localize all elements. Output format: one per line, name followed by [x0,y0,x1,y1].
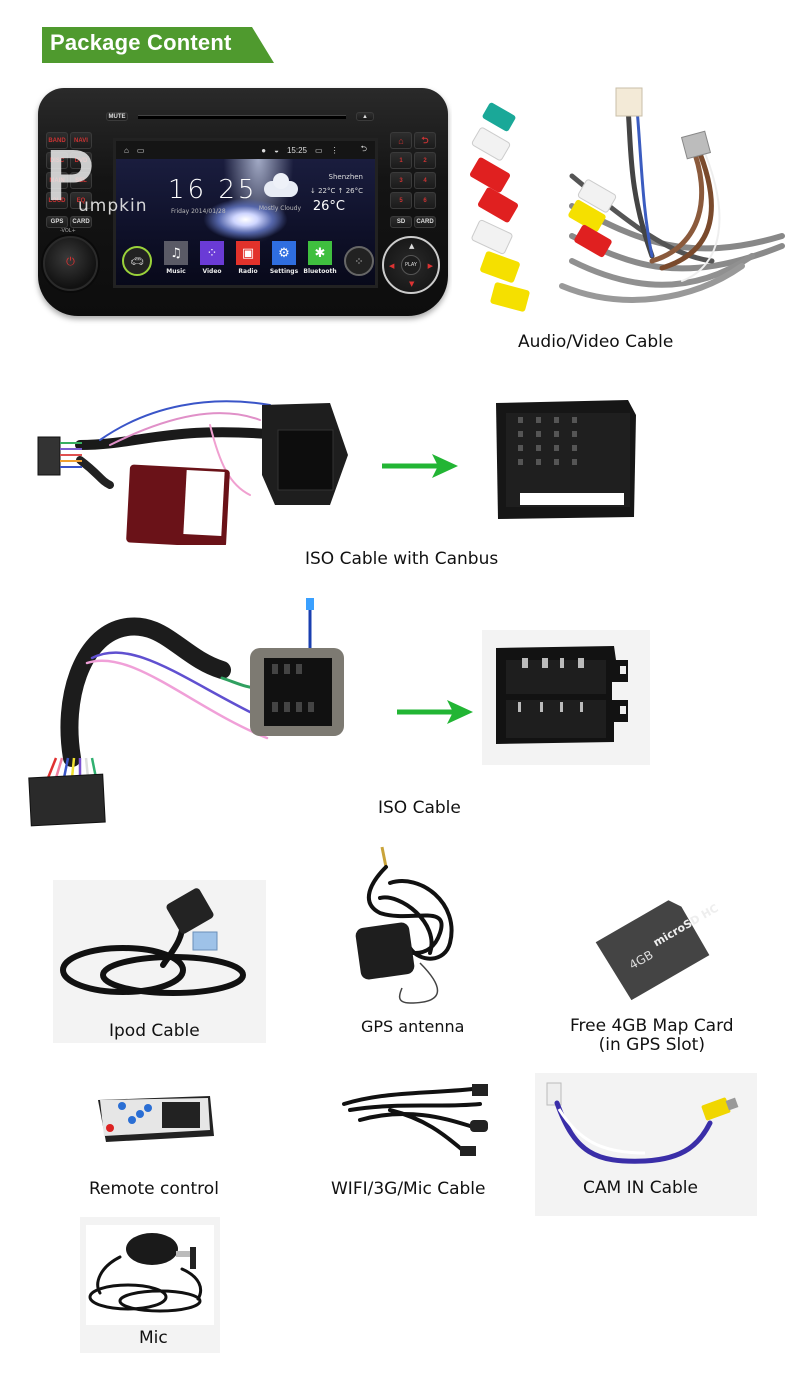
hu-button: SEL [70,172,92,189]
video-app-icon: ⁘ [200,241,224,265]
app-label: Video [202,268,222,275]
wifi-icon: ◒ [274,145,279,155]
location-icon: ● [261,145,267,155]
iso-cable-image [22,598,372,830]
item-caption: Ipod Cable [109,1021,200,1041]
caption-line-2: (in GPS Slot) [598,1035,705,1055]
item-caption: GPS antenna [361,1017,465,1036]
hu-button: 3 [390,172,412,189]
home-icon: ⌂ [390,132,412,149]
weather-city: Shenzhen [328,173,363,181]
item-caption: Audio/Video Cable [518,332,674,352]
volume-knob [43,236,98,291]
head-unit-screen: ⌂ ▭ ● ◒ 15:25 ▭ ⋮ ⮌ 16 25 Friday 2014/01… [113,138,378,288]
arrow-left-icon: ◀ [389,262,395,270]
hu-button: EQ [70,192,92,209]
hu-button: MAIN [46,172,68,189]
mic-image [80,1217,220,1353]
date-label: Friday 2014/01/28 [171,208,226,215]
car-icon: 🚗︎ [122,246,152,276]
item-caption: ISO Cable [378,798,461,818]
arrow-right-icon: ▶ [427,262,433,270]
caption-line-1: Free 4GB Map Card [570,1016,734,1036]
clock-widget: 16 25 [168,175,258,205]
arrow-up-icon: ▲ [409,242,415,250]
settings-app-icon: ⚙ [272,241,296,265]
pumpkin-logo-icon: P [46,136,95,216]
gps-antenna-image [340,843,480,1013]
item-caption: ISO Cable with Canbus [305,549,499,569]
cam-in-cable-image [535,1073,757,1216]
hu-button: BAND [46,132,68,149]
app-label: Music [166,268,186,275]
app-dock: 🚗︎ ♫ Music ⁘ Video ▣ Radio ⚙ Settings ✱ … [116,237,375,285]
apps-grid-icon: ⁘ [344,246,374,276]
hu-button: DISC [46,152,68,169]
hu-button: 6 [414,192,436,209]
weather-temperature: 26°C [312,199,345,214]
hu-button: 5 [390,192,412,209]
weather-condition: Mostly Cloudy [258,205,301,212]
wifi-3g-mic-cable-image [330,1080,500,1160]
item-caption: Mic [139,1328,168,1348]
weather-low-high: ↓ 22°C ↑ 26°C [310,187,363,195]
hu-button: GPS [46,216,68,228]
app-label: Settings [269,268,299,275]
hu-button: CARD [70,216,92,228]
volume-label: -VOL+ [60,228,76,234]
hu-button: 4 [414,172,436,189]
microsd-card-image: 4GB microSD HC [585,885,725,1005]
iso-connector-image [482,630,650,765]
music-app-icon: ♫ [164,241,188,265]
hu-button: LOUD [46,192,68,209]
cloud-icon [264,173,298,197]
direction-pad: ▲ ▼ ◀ ▶ PLAY [382,236,440,294]
battery-icon: ▭ [315,145,323,155]
hu-button: SD [390,216,412,228]
page-title: Package Content [50,30,232,55]
menu-icon: ⋮ [330,145,339,155]
hu-button: 2 [414,152,436,169]
cd-slot [138,115,346,119]
item-caption: Free 4GB Map Card (in GPS Slot) [570,1017,734,1055]
quadlock-connector-image [488,395,638,525]
play-button: PLAY [401,255,421,275]
app-label: Bluetooth [303,268,337,275]
bluetooth-app-icon: ✱ [308,241,332,265]
eject-button: ▲ [356,112,374,121]
app-label: Radio [238,268,258,275]
status-time: 15:25 [286,145,308,155]
arrow-down-icon: ▼ [409,280,415,288]
mute-button: MUTE [106,112,128,121]
hu-button: CARD [414,216,436,228]
banner-shape [42,27,274,63]
arrow-right-icon [397,700,473,724]
hu-button: DVD [70,152,92,169]
back-icon: ⮌ [414,132,436,149]
arrow-right-icon [382,454,458,478]
av-cable-image [452,86,798,326]
item-caption: Remote control [89,1179,219,1199]
brand-watermark: umpkin [78,196,148,216]
back-icon: ⮌ [360,144,367,153]
home-icon: ⌂ [124,145,129,155]
hu-button: NAVI [70,132,92,149]
screenshot-icon: ▭ [136,145,145,155]
status-bar: ⌂ ▭ ● ◒ 15:25 ▭ ⋮ ⮌ [116,141,375,159]
radio-app-icon: ▣ [236,241,260,265]
section-banner: Package Content [42,27,274,63]
item-caption: CAM IN Cable [583,1178,698,1198]
item-caption: WIFI/3G/Mic Cable [331,1179,486,1199]
head-unit-image: MUTE ▲ BAND NAVI DISC DVD MAIN SEL LOUD … [38,88,448,316]
remote-control-image [92,1090,217,1150]
hu-button: 1 [390,152,412,169]
ipod-cable-image [53,880,266,1043]
iso-canbus-cable-image [30,385,360,545]
